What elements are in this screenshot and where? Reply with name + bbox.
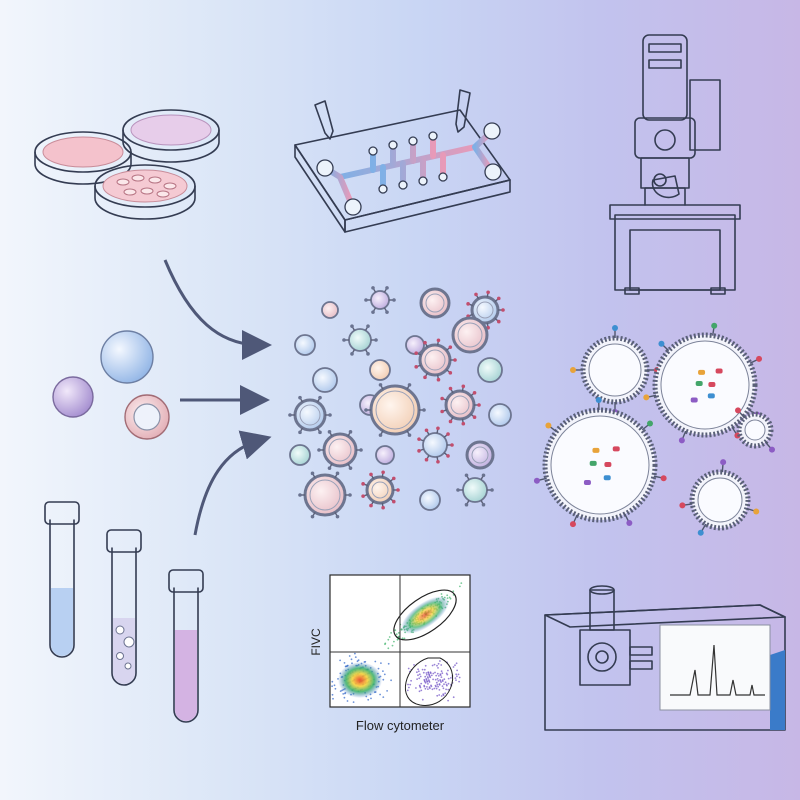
vesicle (679, 459, 760, 536)
flow-cytometry-plot-icon: FIVC Flow cytometer (309, 574, 471, 733)
electron-microscope (605, 30, 745, 300)
petri-dish-icon (122, 109, 220, 163)
vesicle (488, 403, 512, 427)
vesicle (317, 430, 363, 470)
vesicle (417, 426, 454, 464)
test-tube-icon (168, 569, 204, 723)
vesicle (364, 383, 426, 437)
mass-spectrometer (540, 585, 790, 735)
vesicle (440, 384, 481, 426)
cell-sphere-icon (124, 394, 170, 440)
flow-cytometry-plot: FIVC Flow cytometer (300, 570, 480, 740)
vesicle (342, 324, 378, 356)
plot-caption: Flow cytometer (356, 718, 445, 733)
vesicle (288, 395, 332, 435)
vesicle (419, 489, 441, 511)
pipette-icon (314, 100, 334, 140)
vesicle (375, 445, 395, 465)
mass-spectrometer-icon (544, 585, 786, 731)
vesicle (456, 473, 494, 507)
test-tube-icon (106, 529, 142, 686)
vesicle (465, 440, 495, 470)
vesicle (321, 301, 339, 319)
arrow-icon (193, 430, 272, 536)
vesicle (369, 359, 391, 381)
vesicle (570, 325, 660, 415)
vesicle (294, 334, 316, 356)
vesicle (419, 287, 451, 319)
electron-microscope-icon (609, 34, 741, 295)
pipette-icon (455, 89, 471, 133)
vesicle (289, 444, 311, 466)
extracellular-vesicle-icon (288, 286, 512, 519)
cell-sphere-icon (100, 330, 154, 384)
vesicle-detail (530, 322, 790, 560)
vesicle (477, 357, 503, 383)
vesicle (298, 471, 352, 519)
test-tube-icon (44, 501, 80, 658)
vesicle (735, 407, 775, 453)
vesicle (312, 367, 338, 393)
flow-arrows (150, 250, 272, 550)
test-tubes (40, 500, 220, 730)
petri-dishes (25, 100, 235, 230)
microfluidic-chip (285, 85, 515, 255)
cell-sphere-icon (52, 376, 94, 418)
petri-dish-icon (94, 164, 196, 220)
vesicle (361, 470, 400, 510)
microfluidic-chip-icon (294, 89, 511, 233)
vesicle (364, 286, 396, 314)
vesicle (643, 322, 763, 444)
arrow-icon (163, 259, 272, 360)
cell-spheres (45, 325, 185, 450)
vesicle (451, 316, 489, 354)
y-axis-label: FIVC (309, 628, 323, 656)
vesicle (533, 397, 667, 528)
extracellular-vesicle-icon (533, 322, 775, 536)
vesicle (414, 338, 457, 382)
vesicle-cluster (285, 285, 525, 530)
